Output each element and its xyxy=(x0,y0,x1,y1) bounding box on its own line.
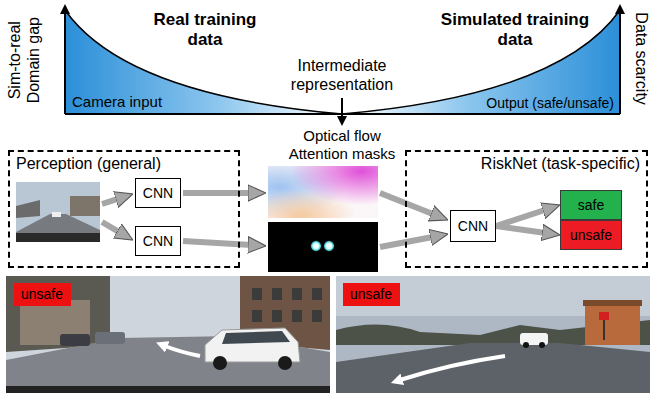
gap-chart xyxy=(341,98,343,118)
camera-image xyxy=(16,214,100,242)
camera-image xyxy=(16,182,100,242)
scene-photo xyxy=(6,276,330,393)
scene-photo xyxy=(336,343,650,393)
gap-chart xyxy=(619,12,621,114)
group-heading: Perception (general) xyxy=(16,154,161,173)
axis-end-label: Output (safe/unsafe) xyxy=(454,95,614,112)
connector-group xyxy=(496,209,546,233)
scene-photo xyxy=(292,310,302,322)
scene-photo xyxy=(60,334,90,346)
scene-photo xyxy=(336,276,650,393)
unsafe-box: unsafe xyxy=(560,220,622,250)
representation-label: Attention masks xyxy=(277,145,407,163)
unsafe-tag: unsafe xyxy=(14,283,71,306)
cnn-box: CNN xyxy=(135,226,181,256)
cnn-box: CNN xyxy=(135,178,181,208)
camera-image xyxy=(16,233,100,242)
scene-photo xyxy=(583,300,642,306)
annotation-label: Intermediate representation xyxy=(277,56,407,94)
box-label: unsafe xyxy=(350,286,392,303)
unsafe-tag: unsafe xyxy=(343,283,400,306)
flow-arrow xyxy=(102,198,119,204)
risknet-group: RiskNet (task-specific) CNN safe unsafe xyxy=(405,150,648,268)
cnn-box: CNN xyxy=(450,210,496,242)
scene-photo xyxy=(585,305,640,345)
scene-photo xyxy=(213,356,227,370)
gap-chart xyxy=(64,12,66,114)
attention-mask-image xyxy=(268,222,378,272)
optical-flow-image xyxy=(268,166,378,218)
scene-photo xyxy=(20,300,90,345)
scene-photo xyxy=(278,356,292,370)
flow-arrow xyxy=(380,193,435,215)
optical-flow-image xyxy=(268,166,378,218)
flow-arrow xyxy=(496,226,546,233)
scene-photo xyxy=(523,342,529,348)
scene-photo xyxy=(6,276,110,352)
scene-photo xyxy=(272,288,282,300)
perception-group: Perception (general) CNN CNN xyxy=(8,150,240,268)
box-label: CNN xyxy=(143,185,173,202)
box-label: unsafe xyxy=(21,286,63,303)
scene-photo xyxy=(6,276,330,393)
flow-arrow xyxy=(183,190,252,196)
gap-chart xyxy=(65,10,620,118)
box-label: CNN xyxy=(458,218,488,235)
flow-arrow xyxy=(183,241,252,245)
scene-photo xyxy=(6,386,330,393)
region-label: Real training data xyxy=(138,10,273,51)
safe-box: safe xyxy=(560,190,622,220)
camera-image xyxy=(16,182,100,242)
optical-flow-image xyxy=(268,166,378,218)
flow-arrow xyxy=(496,209,546,226)
scene-photo xyxy=(312,310,322,322)
scene-photo xyxy=(252,288,262,300)
box-label: safe xyxy=(578,197,604,214)
scene-photo xyxy=(252,310,262,322)
attention-mask-image xyxy=(268,222,378,272)
scene-photo xyxy=(312,288,322,300)
axis-label: Data scarcity xyxy=(631,3,650,113)
box-label: CNN xyxy=(143,233,173,250)
attention-mask-image xyxy=(323,240,335,252)
axis-label: Sim-to-real Domain gap xyxy=(5,7,43,113)
camera-image xyxy=(16,200,40,218)
scene-photo xyxy=(165,346,200,356)
scene-photo xyxy=(400,356,505,380)
axis-end-label: Camera input xyxy=(72,93,192,111)
camera-image xyxy=(52,212,61,217)
flow-arrow xyxy=(102,222,121,233)
group-heading: RiskNet (task-specific) xyxy=(481,154,640,173)
optical-flow-image xyxy=(268,166,378,218)
region-label: Simulated training data xyxy=(435,10,595,51)
scene-photo xyxy=(539,342,545,348)
representation-label: Optical flow xyxy=(277,127,407,145)
scene-photo xyxy=(336,276,650,393)
scene-photo xyxy=(292,288,302,300)
camera-image xyxy=(70,196,100,216)
attention-mask-image xyxy=(310,240,322,252)
optical-flow-image xyxy=(268,166,378,218)
scene-photo xyxy=(272,310,282,322)
scene-photo xyxy=(222,331,290,344)
box-label: unsafe xyxy=(570,227,612,244)
scene-photo xyxy=(603,318,605,340)
scene-photo xyxy=(599,312,609,320)
scene-photo xyxy=(95,332,125,344)
